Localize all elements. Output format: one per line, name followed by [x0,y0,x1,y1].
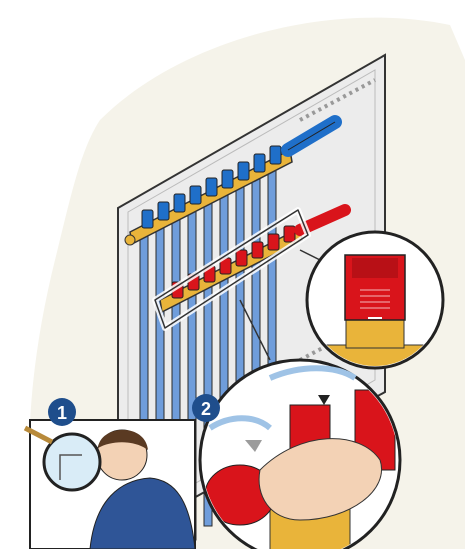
magnifying-glass-icon [44,434,100,490]
step-number-1: 1 [57,403,67,423]
step-badge-2: 2 [192,394,220,422]
step-badge-1: 1 [48,398,76,426]
step-number-2: 2 [201,399,211,419]
step-1-detail [25,420,195,549]
